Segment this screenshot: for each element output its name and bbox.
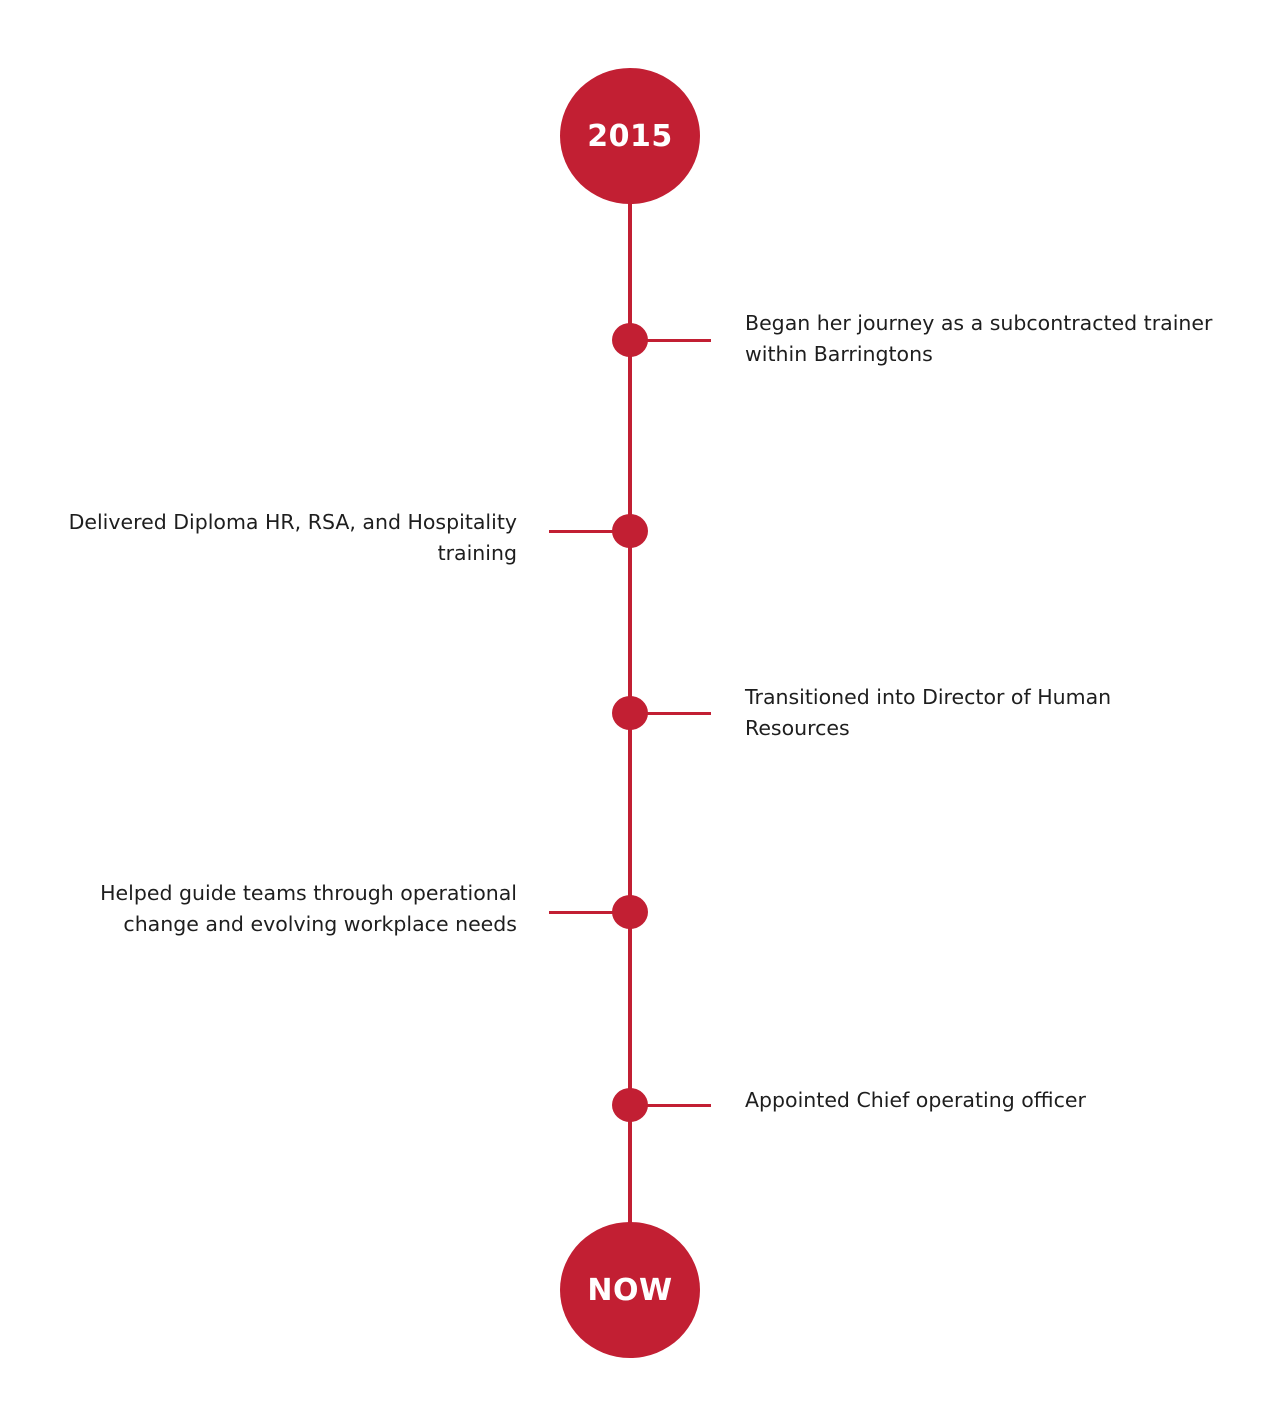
start-year-label: 2015 xyxy=(587,118,673,154)
event-dot-4 xyxy=(612,895,648,929)
event-dot-1 xyxy=(612,323,648,357)
event-text-3: Transitioned into Director of Human Reso… xyxy=(745,685,1112,740)
event-text-1: Began her journey as a subcontracted tra… xyxy=(745,311,1213,366)
event-connector-3 xyxy=(647,712,711,715)
event-dot-2 xyxy=(612,514,648,548)
event-connector-1 xyxy=(647,339,711,342)
event-text-5: Appointed Chief operating officer xyxy=(745,1088,1086,1112)
end-now-marker: NOW xyxy=(560,1222,700,1358)
event-dot-5 xyxy=(612,1088,648,1122)
event-connector-4 xyxy=(549,911,613,914)
event-text-2: Delivered Diploma HR, RSA, and Hospitali… xyxy=(68,510,517,565)
event-connector-2 xyxy=(549,530,613,533)
start-year-marker: 2015 xyxy=(560,68,700,204)
event-dot-3 xyxy=(612,696,648,730)
end-label: NOW xyxy=(587,1272,673,1308)
event-text-4: Helped guide teams through operational c… xyxy=(100,881,517,936)
event-connector-5 xyxy=(647,1104,711,1107)
